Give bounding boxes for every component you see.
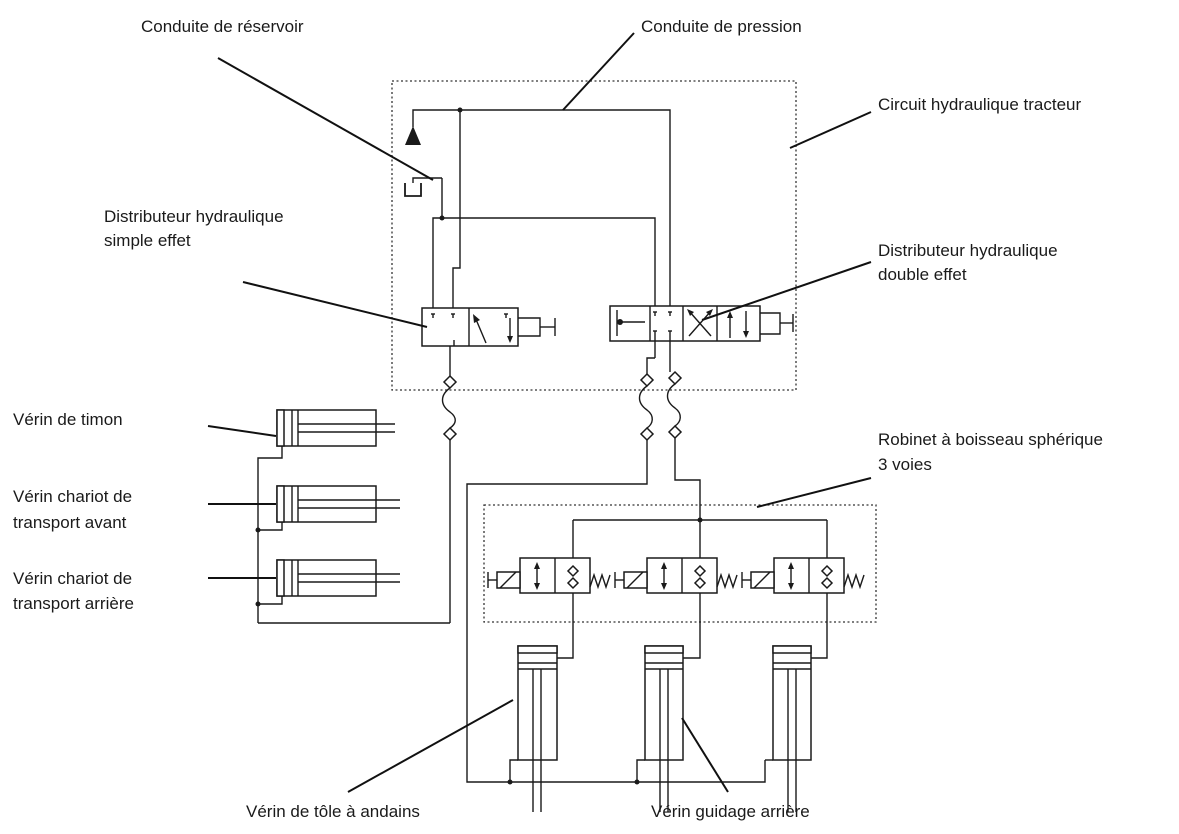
leader-lines xyxy=(207,32,872,793)
label-rear-cart-cylinder-line1: Vérin chariot de xyxy=(13,569,132,588)
label-pressure-line: Conduite de pression xyxy=(641,17,802,36)
double-effect-valve xyxy=(609,305,794,342)
label-double-effect-valve-line2: double effet xyxy=(878,265,967,284)
label-front-cart-cylinder-line1: Vérin chariot de xyxy=(13,487,132,506)
label-windrow-cylinder: Vérin de tôle à andains xyxy=(246,802,420,821)
tank-symbol xyxy=(404,183,422,197)
lower-cylinders xyxy=(517,645,812,812)
label-front-cart-cylinder-line2: transport avant xyxy=(13,513,127,532)
quick-couplers xyxy=(441,341,683,623)
label-rear-guide-cylinder: Vérin guidage arrière xyxy=(651,802,810,821)
ball-valves xyxy=(487,557,865,594)
label-single-effect-valve-line1: Distributeur hydraulique xyxy=(104,207,284,226)
tractor-circuit-piping xyxy=(404,107,671,308)
labels: Conduite de réservoir Conduite de pressi… xyxy=(13,17,1103,821)
label-single-effect-valve-line2: simple effet xyxy=(104,231,191,250)
left-cylinders xyxy=(255,409,450,624)
pressure-source-symbol xyxy=(405,126,421,145)
label-tractor-circuit: Circuit hydraulique tracteur xyxy=(878,95,1081,114)
label-drawbar-cylinder: Vérin de timon xyxy=(13,410,123,429)
label-double-effect-valve-line1: Distributeur hydraulique xyxy=(878,241,1058,260)
ball-valve-boundary xyxy=(483,504,877,623)
label-rear-cart-cylinder-line2: transport arrière xyxy=(13,594,134,613)
label-ball-valve-line1: Robinet à boisseau sphérique xyxy=(878,430,1103,449)
lower-circuit-piping xyxy=(466,438,828,785)
single-effect-valve xyxy=(421,307,556,347)
label-tank-line: Conduite de réservoir xyxy=(141,17,304,36)
label-ball-valve-line2: 3 voies xyxy=(878,455,932,474)
tractor-circuit-boundary xyxy=(391,80,797,391)
